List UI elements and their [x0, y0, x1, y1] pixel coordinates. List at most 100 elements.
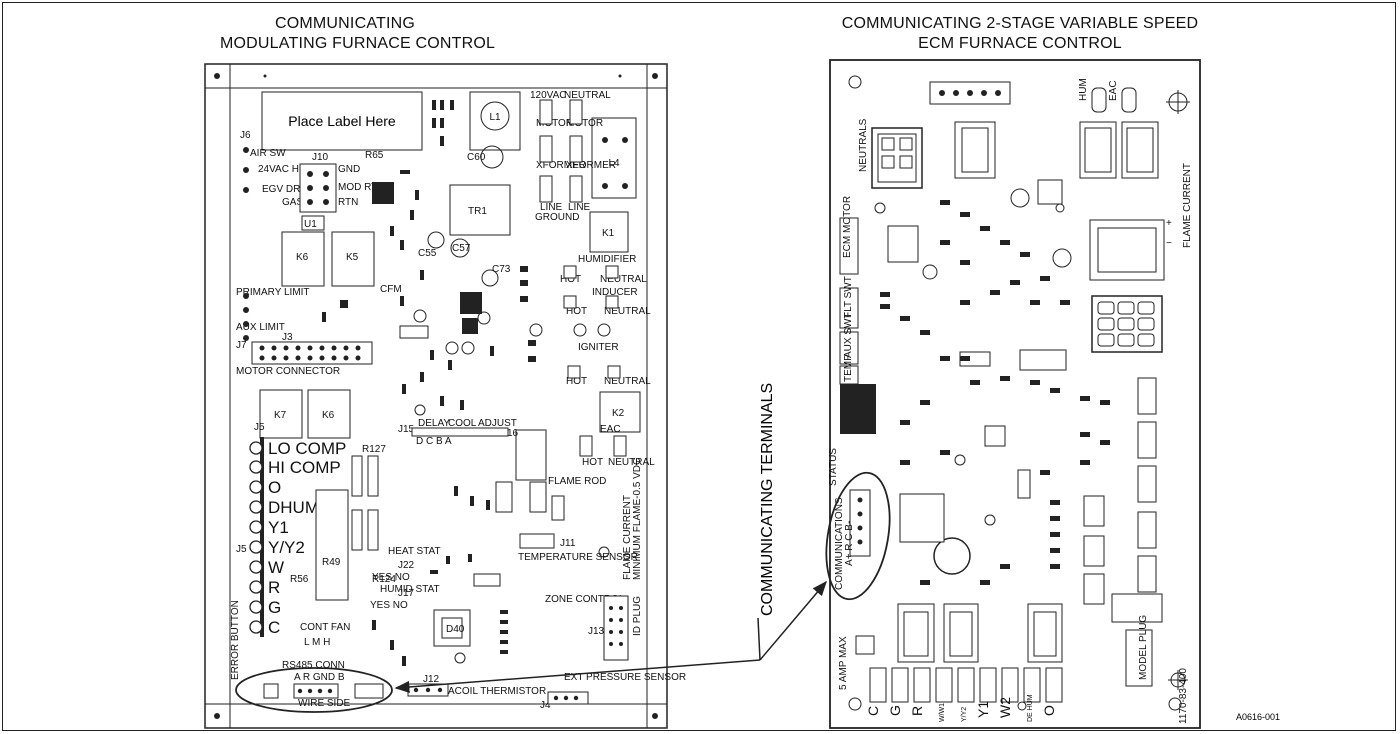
label-acoil-thermistor: ACOIL THERMISTOR: [448, 686, 546, 697]
part-k6: K6: [322, 410, 335, 421]
label-ext-pressure-sensor: EXT PRESSURE SENSOR: [564, 672, 686, 683]
part-c73: C73: [492, 264, 511, 275]
place-label-text: Place Label Here: [288, 113, 396, 129]
terminal-y-y2-right: Y/Y2: [961, 707, 968, 722]
label-error-button: ERROR BUTTON: [230, 600, 241, 680]
callout-arrow-right: [759, 580, 827, 661]
place-label-box: [261, 91, 423, 151]
label-heat-stat: HEAT STAT: [388, 546, 441, 557]
plus-sign: +: [1166, 218, 1172, 229]
terminal-r-right: R: [909, 706, 925, 716]
label-gas: GAS: [282, 197, 303, 208]
microcontroller-chip: [840, 384, 876, 434]
part-r49: R49: [322, 557, 341, 568]
label-wire-side: WIRE SIDE: [298, 698, 351, 709]
label-j5-top: J5: [254, 422, 265, 433]
terminal-lo-comp: LO COMP: [268, 439, 346, 458]
minus-sign: −: [1166, 238, 1172, 249]
label-status: STATUS: [828, 448, 839, 486]
label-adjust: ADJUST: [478, 418, 517, 429]
label-humid-stat: HUMID STAT: [380, 584, 440, 595]
label-eac-right: EAC: [1108, 80, 1119, 101]
label-primary-limit: PRIMARY LIMIT: [236, 287, 310, 298]
label-hot-3: HOT: [566, 376, 587, 387]
label-neutral-1: NEUTRAL: [564, 90, 611, 101]
terminal-c: C: [268, 618, 280, 637]
mount-hole-icon: [652, 73, 658, 79]
part-r56: R56: [290, 574, 309, 585]
part-r124: R124: [372, 574, 396, 585]
label-zone-control: ZONE CONTROL: [545, 594, 625, 605]
label-humidifier: HUMIDIFIER: [578, 254, 636, 265]
callout-stem: [757, 617, 761, 661]
motor-connector-j3: [251, 341, 373, 365]
left-title-line1: COMMUNICATING: [274, 15, 416, 32]
mount-hole-icon: [848, 75, 862, 89]
label-eac-left: EAC: [600, 424, 621, 435]
mount-hole-icon: [1168, 697, 1182, 711]
label-motor-1: MOTOR: [536, 118, 573, 129]
label-120vac-motor: 120VAC: [530, 90, 567, 101]
mount-hole-icon: [214, 713, 220, 719]
part-k1: K1: [602, 228, 615, 239]
label-j15: J15: [398, 424, 415, 435]
label-aux-swt: AUX SWT: [843, 312, 854, 358]
part-u1: D40: [446, 624, 465, 635]
label-hot-2: HOT: [566, 306, 587, 317]
label-xformer-2: XFORMER: [566, 160, 616, 171]
part-c55: C55: [418, 248, 437, 259]
label-id-plug: ID PLUG: [632, 596, 643, 636]
crosshair-icon: [1166, 90, 1190, 114]
terminal-g: G: [268, 598, 281, 617]
left-board-title: COMMUNICATING MODULATING FURNACE CONTROL: [220, 14, 495, 54]
label-comm-pins: A+ R C B-: [844, 521, 855, 566]
terminal-o-right: O: [1041, 705, 1057, 716]
label-j3: J3: [282, 332, 293, 343]
label-rtn: RTN: [338, 197, 358, 208]
label-j4: J4: [540, 700, 551, 711]
label-xformer-1: XFORMER: [536, 160, 586, 171]
label-j5-side: J5: [236, 544, 247, 555]
right-control-board: HUM EAC NEUTRALS + − FLAME CURRENT ECM M…: [828, 59, 1201, 729]
label-motor-connector: MOTOR CONNECTOR: [236, 366, 340, 377]
label-flt-swt: FLT SWT: [843, 276, 854, 318]
communications-connector: [849, 489, 871, 557]
part-c57: C57: [452, 243, 471, 254]
label-air-sw: AIR SW: [250, 148, 286, 159]
left-callout-ellipse: [235, 667, 393, 713]
label-j13: J13: [588, 626, 605, 637]
label-j22: J22: [398, 560, 415, 571]
label-aux-limit: AUX LIMIT: [236, 322, 285, 333]
label-lmh: L M H: [304, 637, 330, 648]
label-neutrals: NEUTRALS: [858, 118, 869, 172]
label-hot-4: HOT: [582, 457, 603, 468]
terminal-w-w1-right: W/W1: [939, 703, 946, 722]
label-communications: COMMUNICATIONS: [834, 497, 845, 590]
terminal-hi-comp: HI COMP: [268, 458, 341, 477]
label-cool: COOL: [448, 418, 477, 429]
terminal-de-hum-right: DE HUM: [1027, 694, 1034, 722]
crosshair-icon: [1168, 670, 1188, 690]
label-a-r-gnd-b: A R GND B: [294, 672, 345, 683]
label-yes-no-2: YES NO: [370, 600, 408, 611]
label-flame-current: FLAME CURRENT: [622, 495, 633, 580]
rs485-connector: [293, 683, 339, 699]
label-cont-fan: CONT FAN: [300, 622, 350, 633]
label-egv-drive: EGV DRIVE: [262, 184, 317, 195]
label-neutral-3: NEUTRAL: [604, 306, 651, 317]
part-k7: K7: [274, 410, 287, 421]
label-j12: J12: [423, 674, 440, 685]
label-flame-rod: FLAME ROD: [548, 476, 606, 487]
label-j11: J11: [560, 538, 576, 549]
label-minimum-flame: MINIMUM FLAME-0.5 VDC: [632, 458, 643, 580]
terminal-r: R: [268, 578, 280, 597]
label-yes-no-1: YES NO: [372, 572, 410, 583]
right-title-line2: ECM FURNACE CONTROL: [918, 35, 1122, 52]
label-cfm: CFM: [380, 284, 402, 295]
label-communicating-terminals: COMMUNICATING TERMINALS: [759, 383, 776, 616]
label-rs485-conn: RS485 CONN: [282, 660, 345, 671]
part-k2: K2: [612, 408, 625, 419]
label-ground: GROUND: [535, 212, 579, 223]
terminal-y1-right: Y1: [975, 701, 991, 718]
